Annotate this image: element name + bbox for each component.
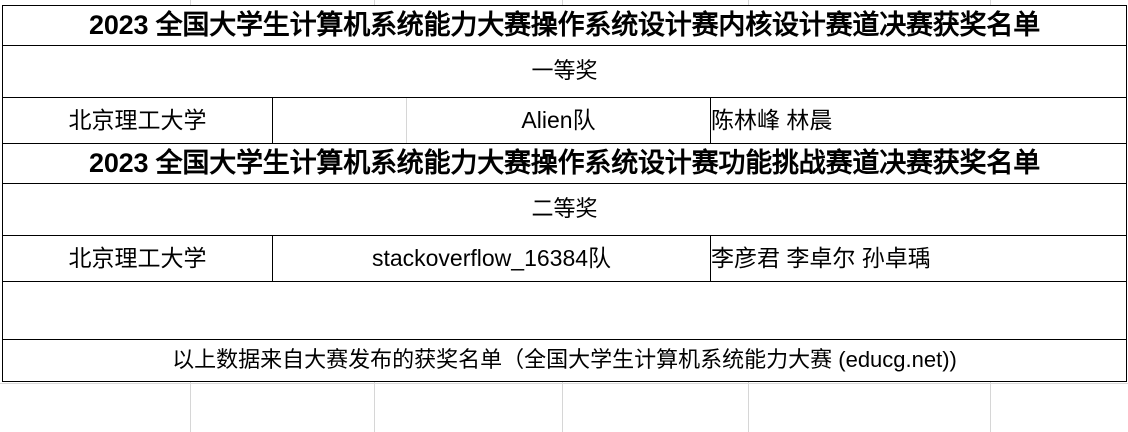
award-table-container: 2023 全国大学生计算机系统能力大赛操作系统设计赛内核设计赛道决赛获奖名单 一… xyxy=(1,5,1128,382)
award-table: 2023 全国大学生计算机系统能力大赛操作系统设计赛内核设计赛道决赛获奖名单 一… xyxy=(1,5,1128,382)
award-label-first-prize: 一等奖 xyxy=(1,45,1128,98)
footer-source-note: 以上数据来自大赛发布的获奖名单（全国大学生计算机系统能力大赛 (educg.ne… xyxy=(1,339,1128,382)
university-cell: 北京理工大学 xyxy=(2,97,273,144)
team-members-cell: 李彦君 李卓尔 孙卓瑀 xyxy=(709,235,1128,282)
university-cell: 北京理工大学 xyxy=(2,235,273,282)
grid-row-line xyxy=(0,383,1128,384)
table-row: 一等奖 xyxy=(1,45,1128,98)
spacer-cell xyxy=(272,97,407,144)
team-name-cell: stackoverflow_16384队 xyxy=(272,235,711,282)
award-label-second-prize: 二等奖 xyxy=(1,183,1128,236)
team-name-cell: Alien队 xyxy=(406,97,711,144)
table-row: 以上数据来自大赛发布的获奖名单（全国大学生计算机系统能力大赛 (educg.ne… xyxy=(1,339,1128,382)
table-row: 北京理工大学 Alien队 陈林峰 林晨 xyxy=(2,97,1128,144)
team-members-cell: 陈林峰 林晨 xyxy=(709,97,1128,144)
table-row: 二等奖 xyxy=(1,183,1128,236)
section-title-functional: 2023 全国大学生计算机系统能力大赛操作系统设计赛功能挑战赛道决赛获奖名单 xyxy=(1,143,1128,184)
table-row: 北京理工大学 stackoverflow_16384队 李彦君 李卓尔 孙卓瑀 xyxy=(2,235,1128,282)
table-row xyxy=(1,281,1128,340)
section-title-kernel: 2023 全国大学生计算机系统能力大赛操作系统设计赛内核设计赛道决赛获奖名单 xyxy=(1,5,1128,46)
table-row: 2023 全国大学生计算机系统能力大赛操作系统设计赛内核设计赛道决赛获奖名单 xyxy=(1,5,1128,46)
table-row: 2023 全国大学生计算机系统能力大赛操作系统设计赛功能挑战赛道决赛获奖名单 xyxy=(1,143,1128,184)
blank-spacer-cell xyxy=(1,281,1128,340)
